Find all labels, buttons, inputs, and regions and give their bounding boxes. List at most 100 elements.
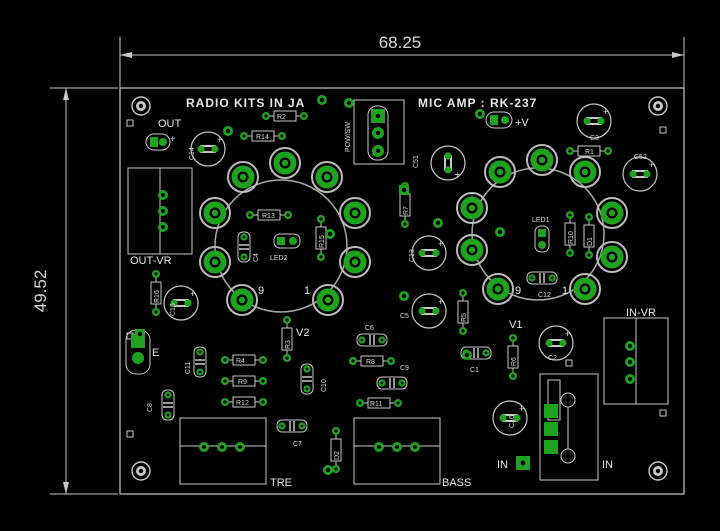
e-connector: E xyxy=(125,329,159,375)
svg-text:R7: R7 xyxy=(403,206,410,215)
capacitor-c52: C52 xyxy=(622,154,658,192)
tube-socket-v2: 9 1 V2 xyxy=(199,147,371,339)
bass-potentiometer: BASS xyxy=(353,417,471,489)
mounting-hole xyxy=(648,461,668,481)
resistor-r11: R11 xyxy=(355,397,403,409)
svg-text:C9: C9 xyxy=(400,365,409,372)
svg-text:IN: IN xyxy=(497,459,508,471)
svg-text:OUT: OUT xyxy=(158,118,182,130)
svg-text:LED1: LED1 xyxy=(532,217,550,224)
capacitor-c16: C16 xyxy=(492,400,528,436)
resistor-r10: R10 xyxy=(564,210,576,258)
svg-text:E: E xyxy=(152,347,159,359)
svg-text:C51: C51 xyxy=(413,155,420,168)
out-vr-potentiometer: OUT-VR xyxy=(127,167,193,267)
svg-text:R11: R11 xyxy=(370,401,382,408)
height-dimension-value: 49.52 xyxy=(31,270,50,313)
svg-text:C11: C11 xyxy=(185,362,192,374)
svg-text:D2: D2 xyxy=(334,451,341,460)
svg-text:R13: R13 xyxy=(262,213,275,220)
svg-text:C13: C13 xyxy=(409,249,416,262)
mounting-hole xyxy=(131,96,151,116)
capacitor-c4: C4 xyxy=(237,231,260,263)
svg-text:OUT-VR: OUT-VR xyxy=(130,255,172,267)
svg-text:C12: C12 xyxy=(538,292,551,299)
svg-text:BASS: BASS xyxy=(442,477,471,489)
svg-text:POW/SW: POW/SW xyxy=(345,122,352,152)
svg-text:C15: C15 xyxy=(170,303,177,316)
power-switch: POW/SW xyxy=(345,99,405,165)
capacitor-c13: C13 xyxy=(409,235,447,271)
svg-text:R8: R8 xyxy=(366,359,375,366)
capacitor-c51: C51 xyxy=(413,145,466,181)
board-title-left: RADIO KITS IN JA xyxy=(186,96,305,110)
svg-text:C8: C8 xyxy=(147,403,154,412)
svg-text:R1: R1 xyxy=(585,149,594,156)
resistor-r3: R3 xyxy=(281,315,293,363)
svg-text:R10: R10 xyxy=(568,231,575,244)
capacitor-c8: C8 xyxy=(147,389,175,421)
svg-text:D1: D1 xyxy=(587,237,594,246)
resistor-r12: R12 xyxy=(220,396,268,408)
resistor-r4: R4 xyxy=(220,354,268,366)
out-connector: OUT xyxy=(145,118,182,151)
svg-text:R5: R5 xyxy=(461,313,468,322)
capacitor-c14: C14 xyxy=(189,131,226,167)
svg-text:9: 9 xyxy=(515,285,521,297)
in-plus-connector: IN xyxy=(497,456,530,471)
capacitor-c5: C5 xyxy=(400,293,447,329)
capacitor-c6: C6 xyxy=(356,325,388,347)
svg-text:C3: C3 xyxy=(590,135,599,142)
capacitor-c9: C9 xyxy=(376,365,409,390)
svg-text:R12: R12 xyxy=(236,400,249,407)
resistor-r14: R14 xyxy=(239,130,287,142)
input-jack: IN xyxy=(539,373,613,481)
resistor-r9: R9 xyxy=(220,375,268,387)
capacitor-c10: C10 xyxy=(300,363,328,395)
svg-text:LED2: LED2 xyxy=(270,255,288,262)
svg-text:R14: R14 xyxy=(256,134,269,141)
capacitor-c12: C12 xyxy=(526,271,558,299)
svg-text:V1: V1 xyxy=(509,319,522,331)
svg-text:C1: C1 xyxy=(470,367,479,374)
capacitor-c11: C11 xyxy=(185,346,207,378)
svg-text:C4: C4 xyxy=(253,253,260,262)
svg-text:C16: C16 xyxy=(509,415,516,428)
svg-text:C6: C6 xyxy=(365,325,374,332)
svg-text:R3: R3 xyxy=(285,340,292,349)
capacitor-c15: C15 xyxy=(163,285,199,321)
svg-text:+V: +V xyxy=(515,117,529,129)
resistor-r16: R16 xyxy=(150,269,162,317)
width-dimension-value: 68.25 xyxy=(379,33,422,52)
diode-d2: D2 xyxy=(330,426,342,474)
svg-text:R15: R15 xyxy=(319,235,326,248)
svg-text:R4: R4 xyxy=(236,358,245,365)
resistor-r15: R15 xyxy=(315,214,327,262)
capacitor-c7: C7 xyxy=(276,419,308,448)
height-dimension: 49.52 xyxy=(31,87,118,495)
svg-text:9: 9 xyxy=(258,285,264,297)
svg-text:IN: IN xyxy=(602,459,613,471)
board-outline xyxy=(119,87,685,495)
resistor-r1: R1 xyxy=(565,145,613,157)
in-vr-potentiometer: IN-VR xyxy=(603,307,669,405)
svg-text:1: 1 xyxy=(562,285,568,297)
svg-text:1: 1 xyxy=(304,285,310,297)
diode-d1: D1 xyxy=(583,212,595,260)
mounting-hole xyxy=(131,461,151,481)
capacitor-c2: C2 xyxy=(538,325,574,362)
svg-text:C14: C14 xyxy=(189,147,196,160)
svg-text:+: + xyxy=(170,134,175,144)
capacitor-c3: C3 xyxy=(576,103,612,142)
svg-text:V2: V2 xyxy=(296,327,309,339)
svg-text:TRE: TRE xyxy=(270,477,292,489)
tube-socket-v1: 9 1 V1 xyxy=(456,144,628,331)
board-title-right: MIC AMP : RK-237 xyxy=(418,96,537,110)
svg-text:R9: R9 xyxy=(238,379,247,386)
svg-text:R2: R2 xyxy=(277,114,286,121)
led2: LED2 xyxy=(270,233,301,262)
mounting-hole xyxy=(648,96,668,116)
capacitor-c1: C1 xyxy=(460,346,492,374)
svg-text:C2: C2 xyxy=(548,355,557,362)
